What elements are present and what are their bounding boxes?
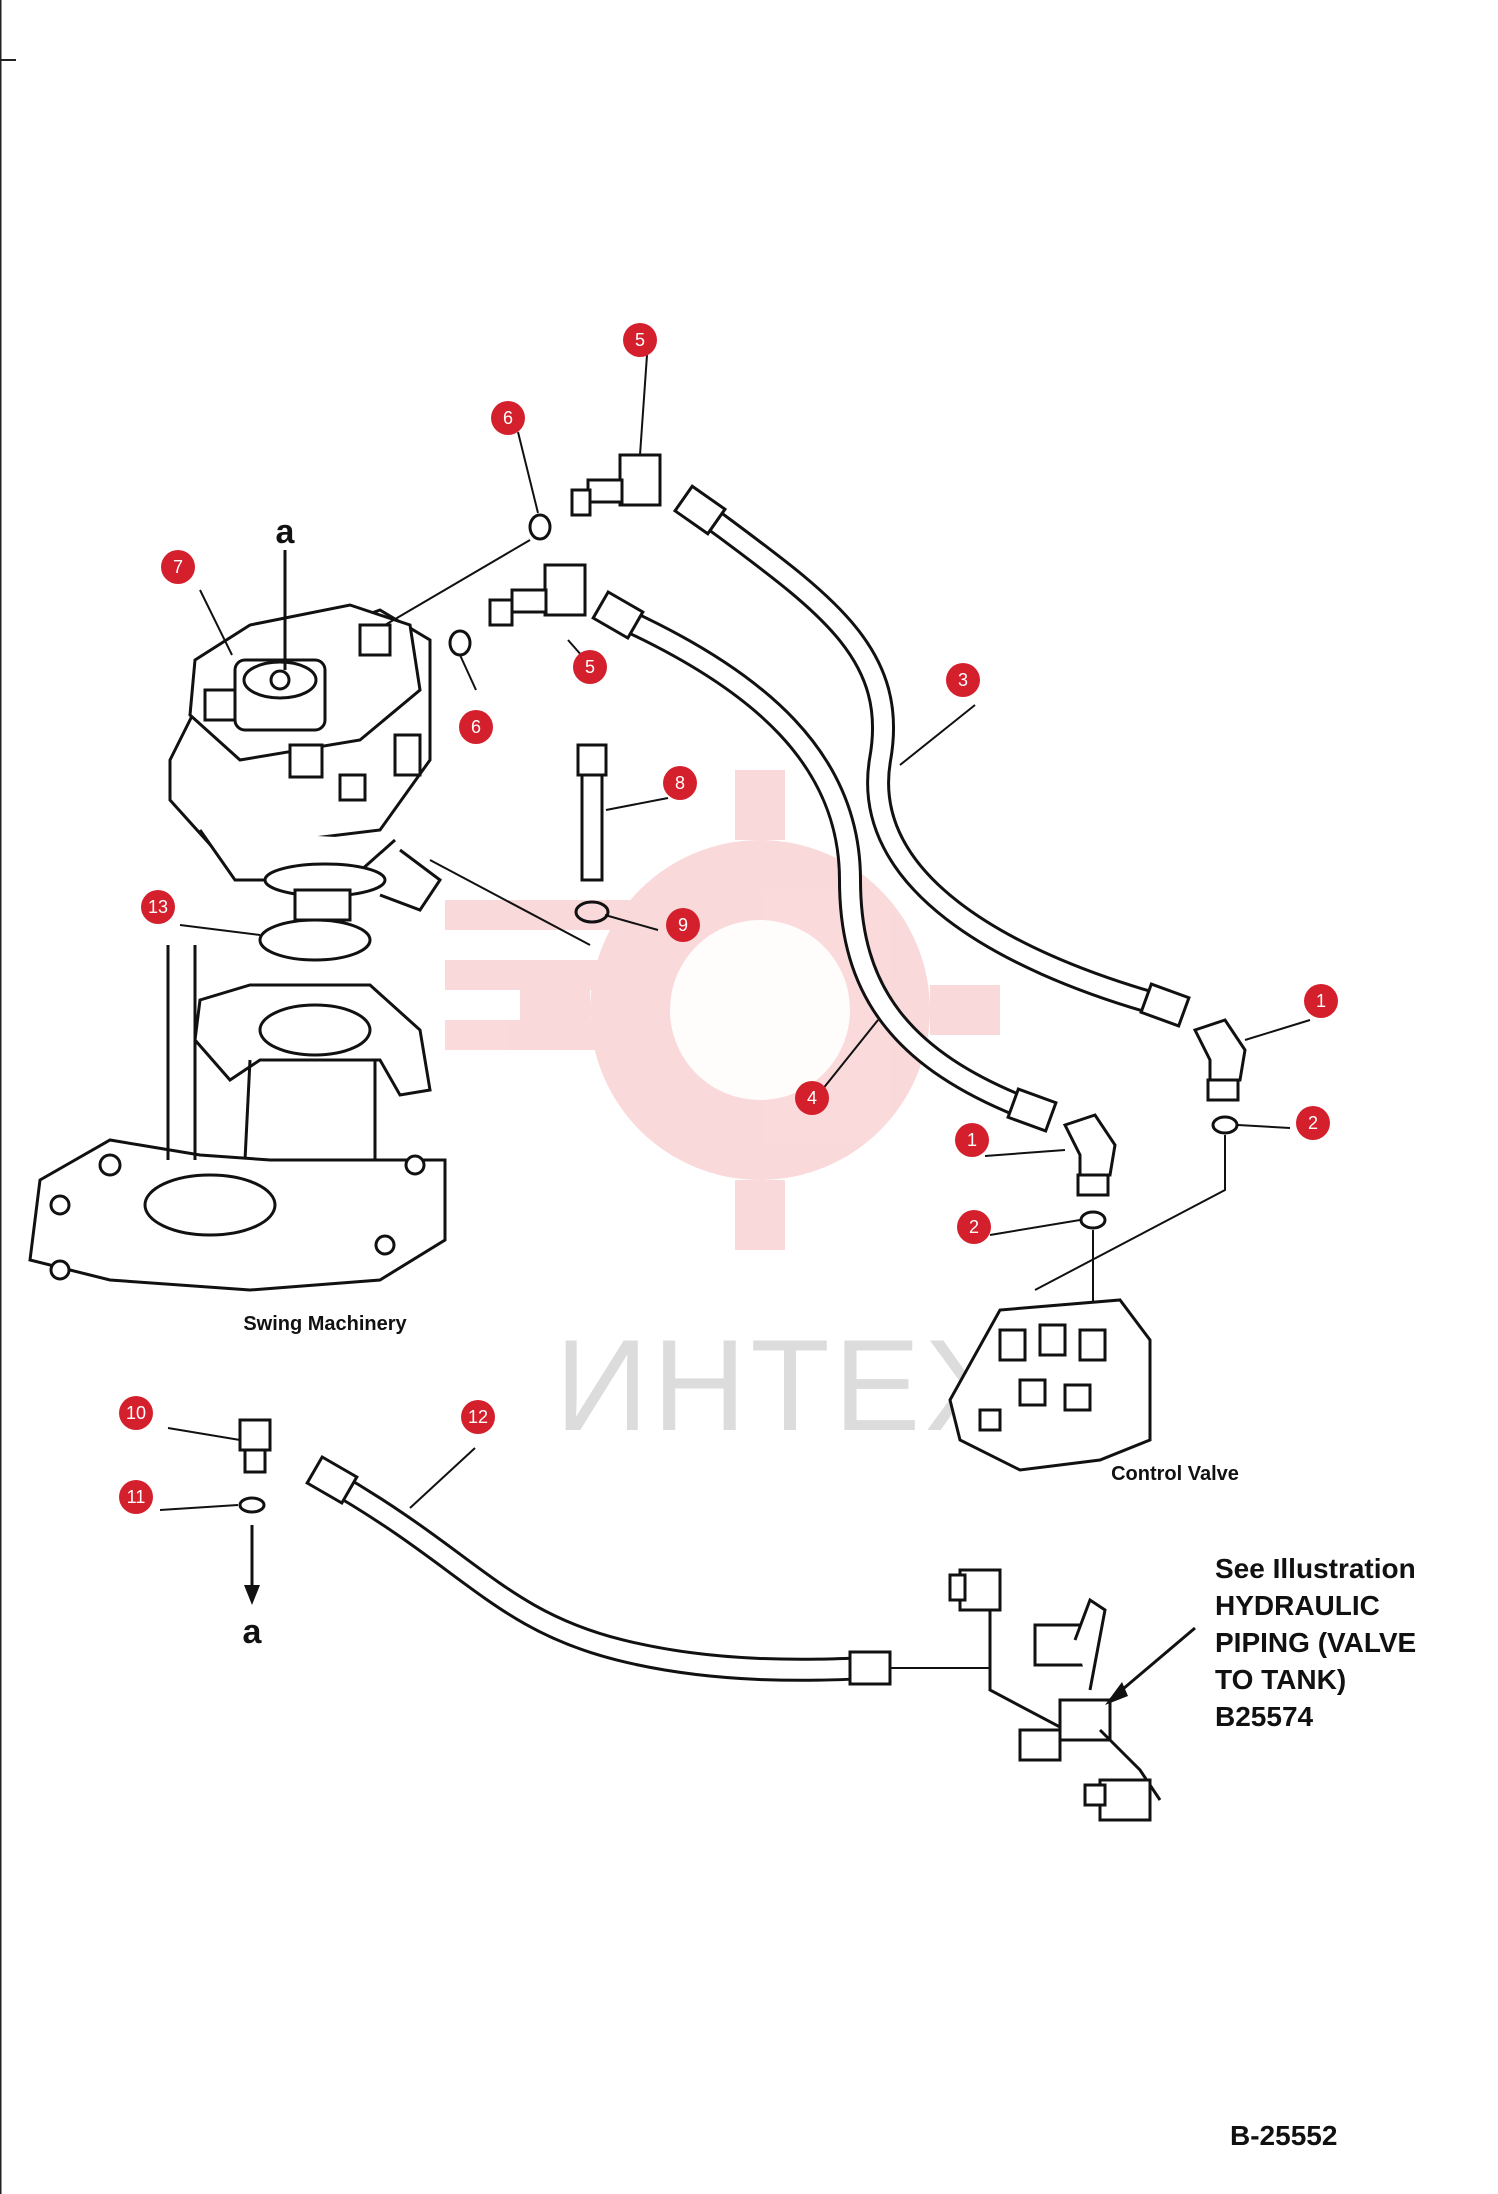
callout-number: 1 [967, 1130, 977, 1150]
callout-number: 5 [585, 657, 595, 677]
callout-marker: 5 [573, 650, 607, 684]
callout-marker: 9 [666, 908, 700, 942]
callout-number: 7 [173, 557, 183, 577]
fitting-5-lower [488, 563, 587, 627]
callout-number: 4 [807, 1088, 817, 1108]
arrow-down-icon [244, 1585, 260, 1605]
hose-4 [610, 604, 1035, 1122]
callout-number: 9 [678, 915, 688, 935]
o-ring-6-lower [448, 629, 472, 657]
o-ring-13 [258, 918, 372, 962]
callout-number: 3 [958, 670, 968, 690]
hose-4-end-top [591, 589, 645, 641]
elbow-1-right [1192, 1018, 1247, 1102]
o-ring-2-left [1079, 1210, 1107, 1230]
arrow-pointer-icon [1105, 1682, 1128, 1705]
note-line-4: TO TANK) [1215, 1664, 1347, 1695]
hose-12 [324, 1469, 871, 1682]
swing-motor [168, 603, 443, 922]
control-valve [948, 1298, 1152, 1472]
callout-number: 2 [1308, 1113, 1318, 1133]
leader-oring-right [1034, 1135, 1226, 1291]
callout-marker: 10 [119, 1396, 153, 1430]
tank-piping [948, 1568, 1162, 1822]
document-number: B-25552 [1230, 2120, 1338, 2151]
control-valve-label: Control Valve [1111, 1463, 1239, 1485]
callout-marker: 7 [161, 550, 195, 584]
note-line-2: HYDRAULIC [1215, 1590, 1380, 1621]
reference-a-top: a [276, 513, 296, 551]
callout-leaders [159, 354, 1311, 1511]
callout-marker: 8 [663, 766, 697, 800]
fitting-5-upper [570, 453, 662, 517]
note-line-3: PIPING (VALVE [1215, 1627, 1417, 1658]
callout-marker: 3 [946, 663, 980, 697]
fitting-10 [238, 1418, 272, 1474]
callout-number: 12 [468, 1407, 488, 1427]
callout-marker: 11 [119, 1480, 153, 1514]
leader-motor-oring [384, 539, 531, 626]
swing-machinery-label: Swing Machinery [243, 1313, 407, 1335]
callout-marker: 12 [461, 1400, 495, 1434]
callout-marker: 13 [141, 890, 175, 924]
hose-4-end-bottom [1006, 1087, 1058, 1133]
hose-3-end-bottom [1139, 982, 1191, 1028]
see-illustration-note: See Illustration HYDRAULIC PIPING (VALVE… [1215, 1550, 1485, 1735]
callout-number: 2 [969, 1217, 979, 1237]
callout-number: 5 [635, 330, 645, 350]
hose-3 [692, 500, 1164, 1017]
hose-12-end-right [848, 1650, 892, 1686]
callout-number: 13 [148, 897, 168, 917]
watermark-text: ИНТЕХ [555, 1312, 1016, 1458]
callout-marker: 1 [955, 1123, 989, 1157]
o-ring-11 [238, 1496, 266, 1514]
callout-marker: 2 [1296, 1106, 1330, 1140]
callout-marker: 2 [957, 1210, 991, 1244]
callout-number: 6 [471, 717, 481, 737]
callouts: 5 6 7 5 6 3 8 13 9 1 2 4 1 2 10 12 11 [119, 323, 1338, 1514]
note-line-1: See Illustration [1215, 1553, 1416, 1584]
swing-machinery-housing [28, 983, 447, 1292]
bolt-8 [576, 743, 608, 882]
callout-number: 10 [126, 1403, 146, 1423]
callout-number: 11 [127, 1487, 146, 1507]
callout-marker: 1 [1304, 984, 1338, 1018]
o-ring-2-right [1211, 1115, 1239, 1135]
hose-3-end-top [672, 484, 728, 536]
washer-9 [574, 900, 610, 924]
reference-a-bottom: a [243, 1613, 263, 1651]
leader-bolt-line [429, 859, 591, 946]
callout-marker: 5 [623, 323, 657, 357]
callout-number: 6 [503, 408, 513, 428]
callout-number: 1 [1316, 991, 1326, 1011]
callout-marker: 6 [459, 710, 493, 744]
callout-marker: 6 [491, 401, 525, 435]
watermark-gear-hole [670, 920, 850, 1100]
elbow-1-left [1062, 1113, 1117, 1197]
callout-number: 8 [675, 773, 685, 793]
callout-marker: 4 [795, 1081, 829, 1115]
hose-12-end-left [305, 1454, 359, 1506]
o-ring-6-upper [528, 513, 552, 541]
note-line-5: B25574 [1215, 1701, 1314, 1732]
